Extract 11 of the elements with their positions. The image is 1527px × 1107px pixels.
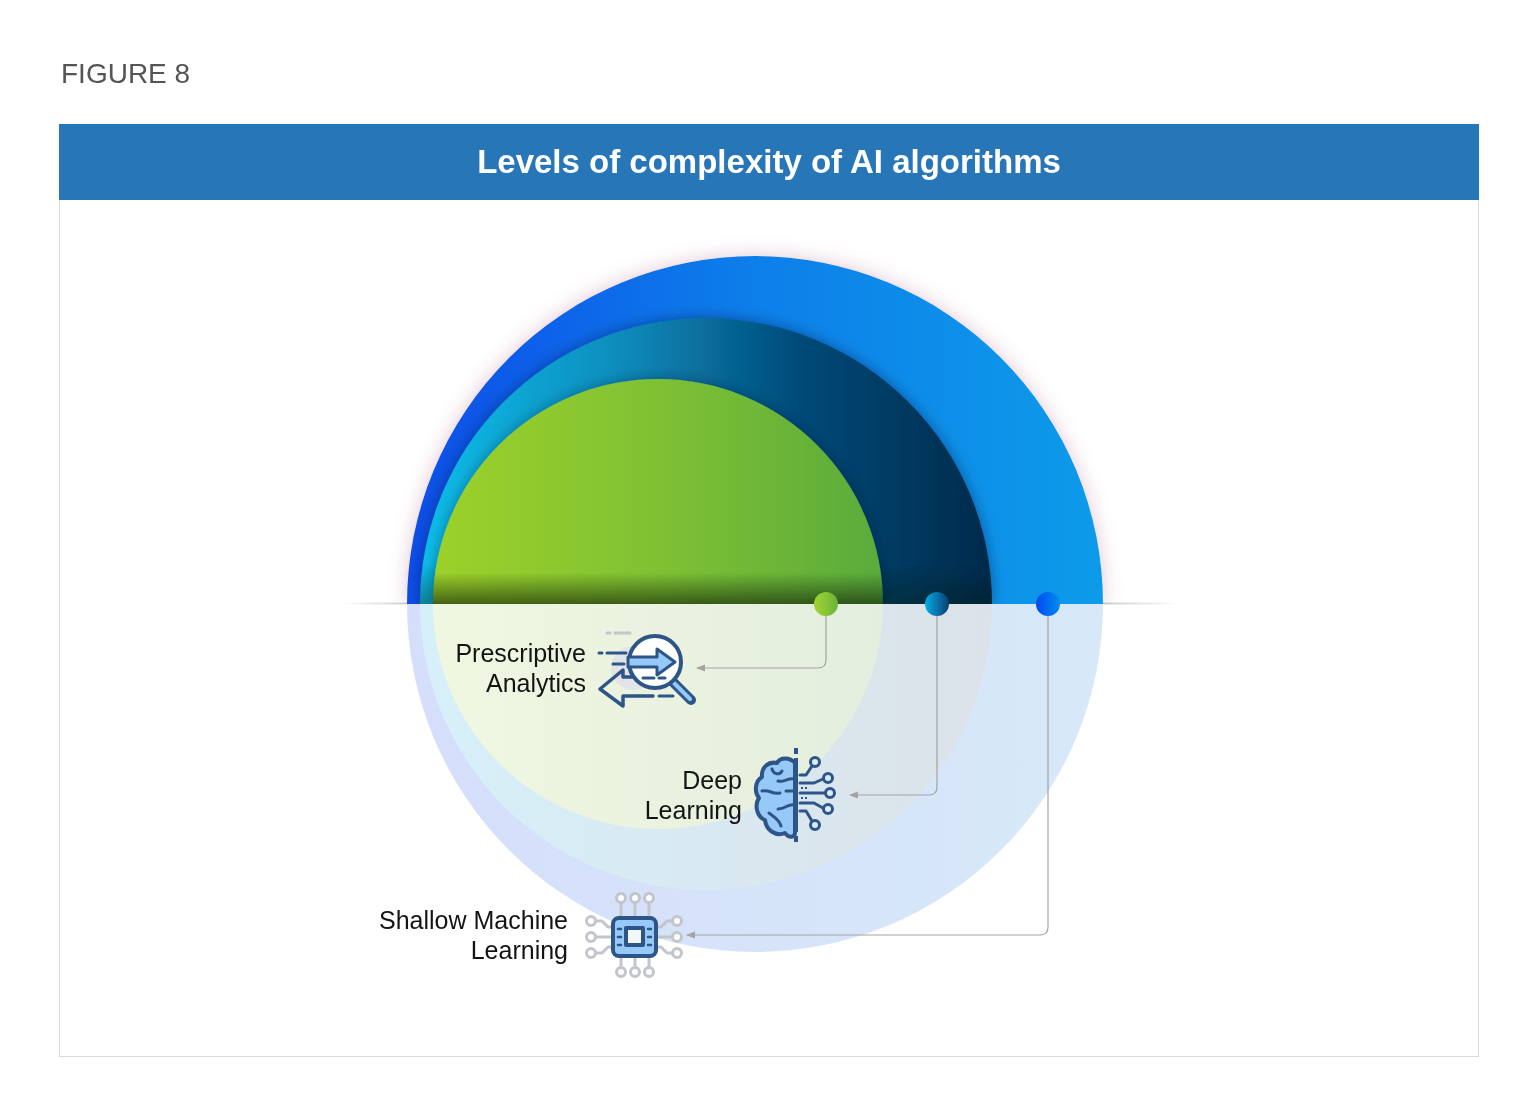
arrow [849,615,938,799]
level-semicircle [420,318,992,604]
level-semicircle [407,256,1103,604]
level-semicircle [433,379,883,604]
arrow [686,615,1049,939]
level-label: Deep Learning [643,765,742,825]
chart-title: Levels of complexity of AI algorithms [477,142,1061,182]
figure-label: FIGURE 8 [61,57,191,91]
level-label: Prescriptive Analytics [454,638,586,698]
level-label: Shallow Machine Learning [378,905,568,965]
arrow [696,615,827,672]
